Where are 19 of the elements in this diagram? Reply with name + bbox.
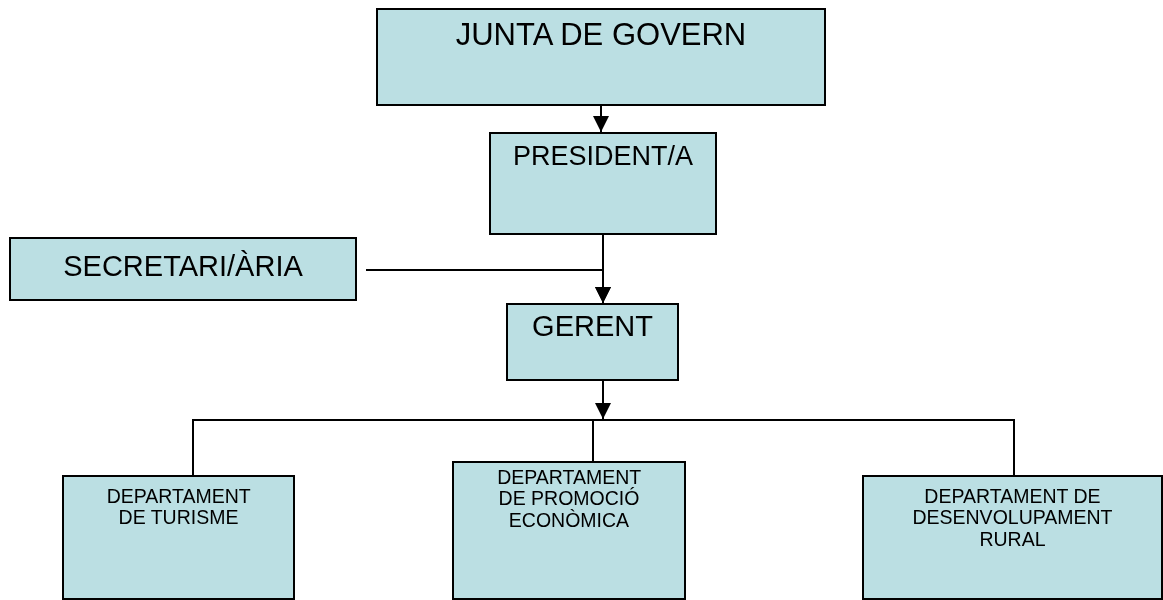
- box-title: DEPARTAMENT DE PROMOCIÓ ECONÒMICA: [497, 467, 641, 532]
- org-box: [62, 475, 295, 600]
- org-box: [862, 475, 1163, 600]
- arrow: [595, 380, 611, 420]
- arrow: [593, 105, 609, 133]
- connector-line: [602, 419, 1015, 476]
- org-box: [452, 461, 686, 600]
- org-box: [489, 132, 717, 235]
- box-title: DEPARTAMENT DE DESENVOLUPAMENT RURAL: [911, 486, 1114, 551]
- org-box: [506, 303, 679, 381]
- box-title: GERENT: [531, 311, 654, 343]
- box-title: DEPARTAMENT DE TURISME: [106, 486, 251, 529]
- box-title: SECRETARI/ÀRIA: [62, 251, 304, 283]
- org-box: [376, 8, 826, 106]
- connector-line: [592, 419, 604, 462]
- box-title: PRESIDENT/A: [511, 142, 694, 172]
- org-box: [9, 237, 357, 301]
- arrow: [365, 269, 611, 304]
- box-title: JUNTA DE GOVERN: [454, 18, 748, 53]
